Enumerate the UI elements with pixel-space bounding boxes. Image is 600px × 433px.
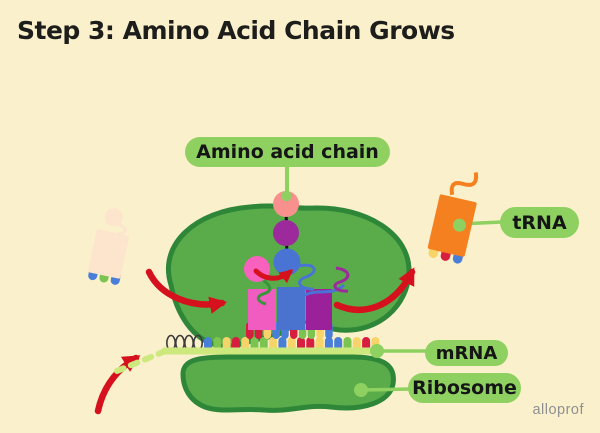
alloprof-watermark: alloprof: [532, 402, 584, 418]
orange-trna-body: [427, 194, 477, 257]
label-line-ribosome: [360, 387, 411, 392]
arrow-entry-left: [145, 268, 228, 314]
amino-acid-blue: [273, 248, 301, 276]
label-trna: tRNA: [500, 207, 579, 238]
label-ribosome: Ribosome: [408, 373, 521, 403]
ribosome-small-subunit: [180, 354, 396, 413]
label-mrna: mRNA: [425, 340, 508, 366]
mrna-entry-dashes: [114, 349, 166, 374]
trna-site-blue: [277, 287, 305, 330]
label-dot-ribosome: [354, 383, 368, 397]
amino-acid-salmon: [273, 191, 299, 217]
trna-incoming-faded: [88, 208, 129, 285]
mrna-strand: [161, 347, 382, 355]
arrow-peptide-transfer: [253, 268, 294, 284]
trna-outgoing-orange: [427, 172, 479, 264]
faded-trna-body: [88, 229, 129, 279]
chain-anchor-dot: [281, 190, 292, 202]
page-title: Step 3: Amino Acid Chain Grows: [17, 16, 455, 45]
amino-acid-purple: [273, 220, 299, 246]
squiggle-green: [256, 275, 272, 306]
squiggle-blue-tail: [299, 283, 346, 300]
amino-acid-chain: [244, 165, 301, 284]
arrow-exit-right: [333, 267, 416, 313]
orange-trna-squiggle: [449, 172, 479, 196]
squiggle-purple: [333, 266, 350, 293]
trna-site-purple: [306, 289, 332, 330]
label-amino-acid-chain: Amino acid chain: [185, 137, 390, 167]
arrow-mrna-entry: [94, 354, 141, 415]
label-dot-mrna: [370, 344, 384, 358]
label-dot-trna: [452, 218, 466, 232]
squiggle-blue: [298, 263, 316, 291]
faded-amino-acid-circle: [104, 208, 123, 227]
